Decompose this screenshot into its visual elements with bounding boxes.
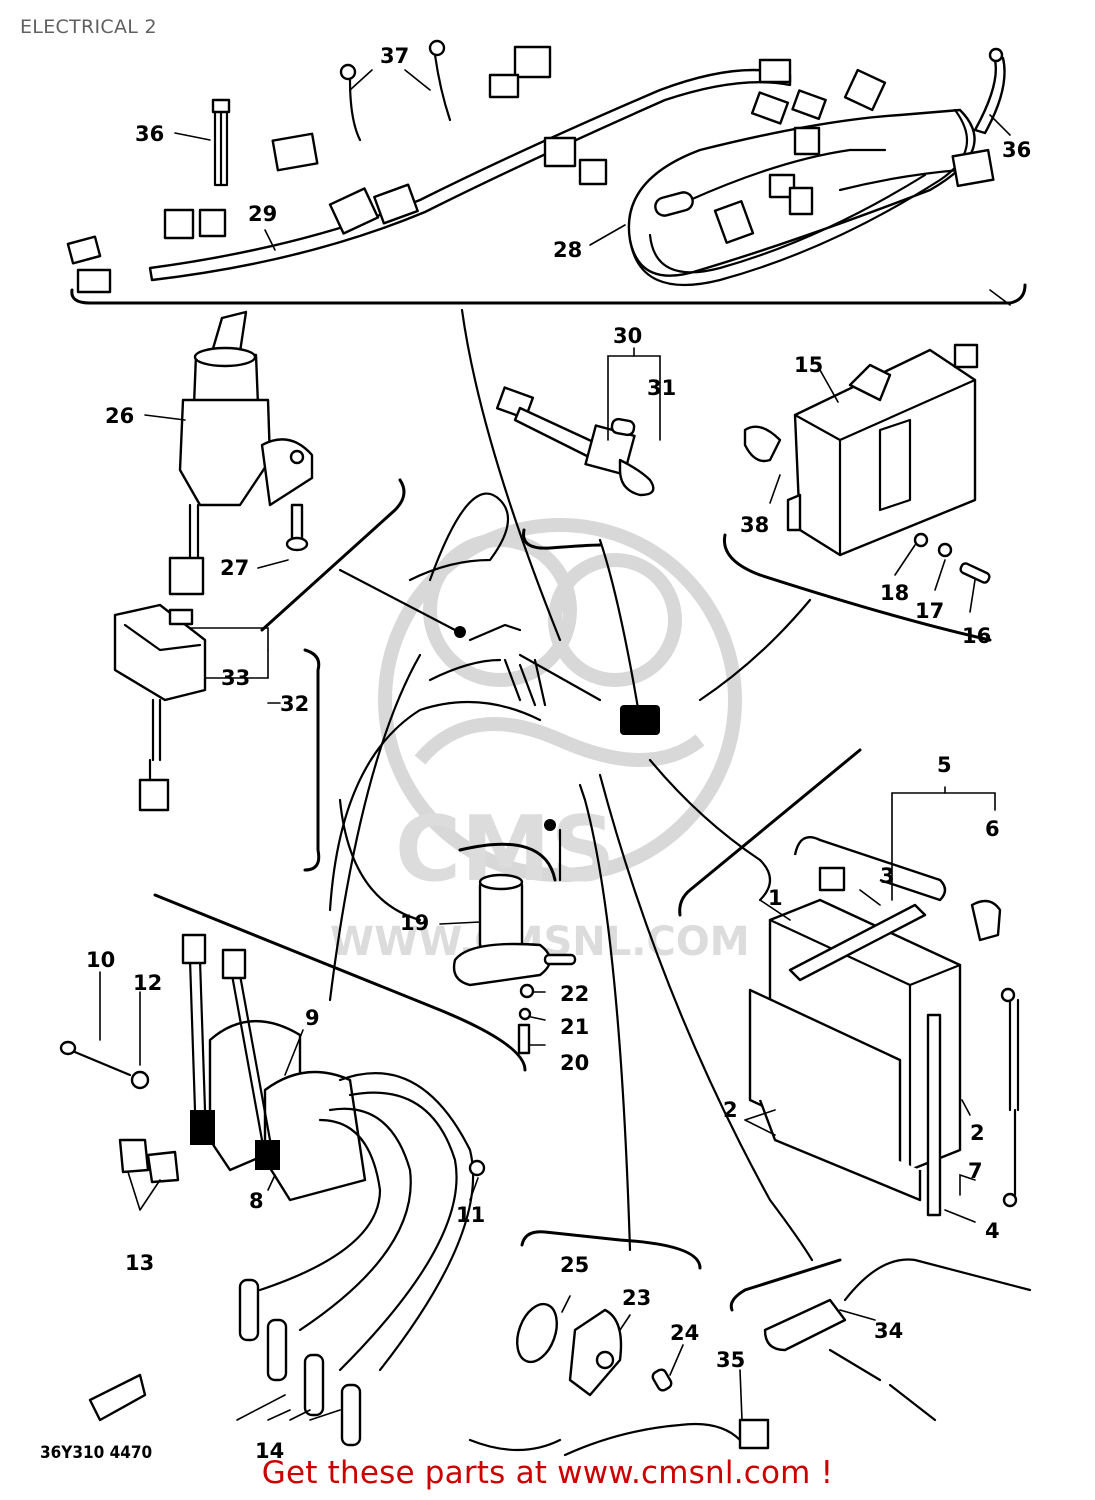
callout-27: 27 — [220, 556, 249, 580]
callout-14: 14 — [255, 1439, 284, 1463]
callout-23: 23 — [622, 1286, 651, 1310]
callout-37: 37 — [380, 44, 409, 68]
callout-38: 38 — [740, 513, 769, 537]
callout-31: 31 — [647, 376, 676, 400]
frame-sketch — [153, 308, 992, 1262]
callout-2-right: 2 — [970, 1121, 985, 1145]
battery-group — [748, 786, 1020, 1217]
callout-25: 25 — [560, 1253, 589, 1277]
callout-24: 24 — [670, 1321, 699, 1345]
callout-35: 35 — [716, 1348, 745, 1372]
ignition-coil-group — [59, 933, 486, 1447]
callout-12: 12 — [133, 971, 162, 995]
callout-3: 3 — [880, 864, 895, 888]
callout-34: 34 — [874, 1319, 903, 1343]
callout-8: 8 — [249, 1189, 264, 1213]
callout-2-left: 2 — [723, 1098, 738, 1122]
neutral-switch-group — [468, 1230, 702, 1452]
callouts: 1 2 2 3 4 5 6 7 8 9 10 11 12 13 14 15 16… — [86, 44, 1031, 1463]
promo-link[interactable]: Get these parts at www.cmsnl.com ! — [261, 1455, 834, 1491]
callout-29: 29 — [248, 202, 277, 226]
callout-26: 26 — [105, 404, 134, 428]
callout-33: 33 — [221, 666, 250, 690]
callout-36-right: 36 — [1002, 138, 1031, 162]
callout-20: 20 — [560, 1051, 589, 1075]
callout-32: 32 — [280, 692, 309, 716]
callout-19: 19 — [400, 911, 429, 935]
page-title: ELECTRICAL 2 — [20, 16, 157, 38]
main-switch-group — [168, 310, 406, 632]
callout-28: 28 — [553, 238, 582, 262]
callout-21: 21 — [560, 1015, 589, 1039]
callout-4: 4 — [985, 1219, 1000, 1243]
callout-18: 18 — [880, 581, 909, 605]
callout-17: 17 — [915, 599, 944, 623]
fuse-holder-group — [495, 347, 661, 497]
callout-30: 30 — [613, 324, 642, 348]
callout-10: 10 — [86, 948, 115, 972]
callout-1: 1 — [768, 886, 783, 910]
callout-6: 6 — [985, 817, 1000, 841]
callout-7: 7 — [968, 1159, 983, 1183]
sensor-group — [563, 1258, 1032, 1457]
callout-9: 9 — [305, 1006, 320, 1030]
callout-16: 16 — [962, 624, 991, 648]
flasher-group — [452, 873, 577, 1055]
callout-36-left: 36 — [135, 122, 164, 146]
callout-22: 22 — [560, 982, 589, 1006]
callout-5: 5 — [937, 753, 952, 777]
wire-harness-group — [66, 39, 1027, 305]
callout-11: 11 — [456, 1203, 485, 1227]
leader-lines — [99, 69, 1011, 1421]
relay-group — [113, 603, 321, 872]
promo-banner: Get these parts at www.cmsnl.com ! — [0, 1455, 1095, 1491]
part-code: 36Y310 4470 — [40, 1443, 152, 1463]
callout-15: 15 — [794, 353, 823, 377]
callout-13: 13 — [125, 1251, 154, 1275]
igniter-unit-group — [743, 343, 991, 584]
